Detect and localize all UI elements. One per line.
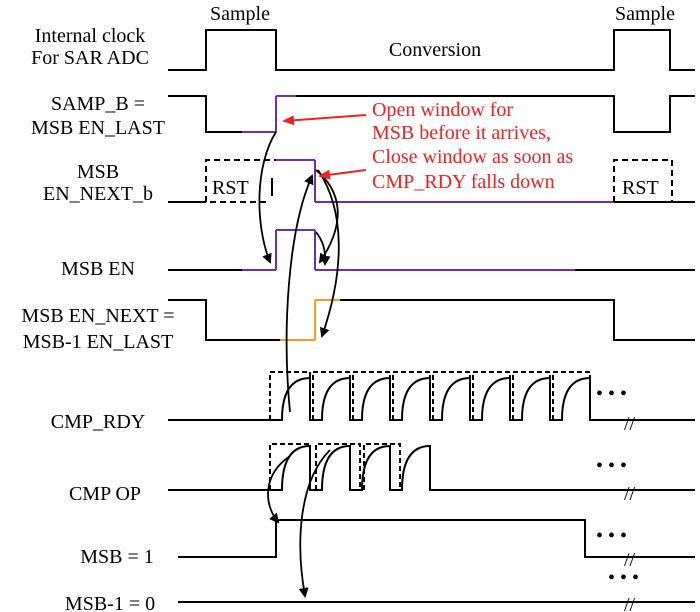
annotation-line-3: Close window as soon as <box>372 146 573 168</box>
phase-conversion: Conversion <box>389 39 481 61</box>
label-samp-b: SAMP_B = <box>51 93 145 115</box>
cmp-op-ellipsis: • • • <box>596 455 627 477</box>
annotation-arrow-open <box>282 114 367 126</box>
waveform-msb-en <box>168 229 695 271</box>
waveform-msb-en-next-b <box>168 159 695 203</box>
arrow-samp-to-msb-en <box>258 131 277 264</box>
annotation-line-4: CMP_RDY falls down <box>372 171 555 193</box>
label-cmp-op: CMP OP <box>69 483 141 505</box>
waveform-cmp-op <box>168 443 695 491</box>
arrow-msb-en-fall <box>315 231 331 266</box>
waveform-samp-b <box>168 95 695 133</box>
annotation-arrow-close <box>318 169 367 180</box>
label-msb-1-en-last: MSB-1 EN_LAST <box>23 331 174 353</box>
msb-1-break-mark: // <box>624 594 636 612</box>
arrow-cmp-op-to-msb <box>267 455 291 524</box>
arrow-cmp-rdy-to-next-b <box>285 174 314 413</box>
cmp-op-break-mark: // <box>624 483 636 505</box>
annotation-line-2: MSB before it arrives, <box>372 122 551 144</box>
label-msb-en-next: MSB EN_NEXT = <box>21 305 174 327</box>
label-msb-en-last: MSB EN_LAST <box>31 117 165 139</box>
waveform-internal-clock <box>168 29 695 71</box>
rst-label-left: RST <box>212 177 249 199</box>
phase-sample-left: Sample <box>210 3 270 25</box>
label-msb-minus-1: MSB-1 = 0 <box>65 593 155 612</box>
label-for-sar-adc: For SAR ADC <box>31 47 149 69</box>
arrow-next-b-to-en-next <box>317 169 340 338</box>
cmp-rdy-break-mark: // <box>624 413 636 435</box>
label-cmp-rdy: CMP_RDY <box>51 411 145 433</box>
label-internal-clock: Internal clock <box>35 25 146 47</box>
msb-ellipsis: • • • <box>596 525 627 547</box>
annotation-line-1: Open window for <box>372 99 513 121</box>
label-msb-en: MSB EN <box>61 258 135 280</box>
phase-sample-right: Sample <box>615 3 675 25</box>
arrow-cmp-op-to-msb-1 <box>298 449 331 598</box>
label-msb-1: MSB = 1 <box>80 546 154 568</box>
waveform-msb-en-next <box>168 299 695 341</box>
cmp-rdy-ellipsis: • • • <box>596 383 627 405</box>
label-en-next-b: EN_NEXT_b <box>43 183 153 205</box>
waveform-msb <box>178 519 695 558</box>
msb-1-ellipsis: • • • <box>608 567 639 589</box>
msb-break-mark: // <box>624 549 636 571</box>
rst-label-right: RST <box>622 177 659 199</box>
label-msb: MSB <box>77 161 119 183</box>
waveform-cmp-rdy <box>168 371 695 421</box>
